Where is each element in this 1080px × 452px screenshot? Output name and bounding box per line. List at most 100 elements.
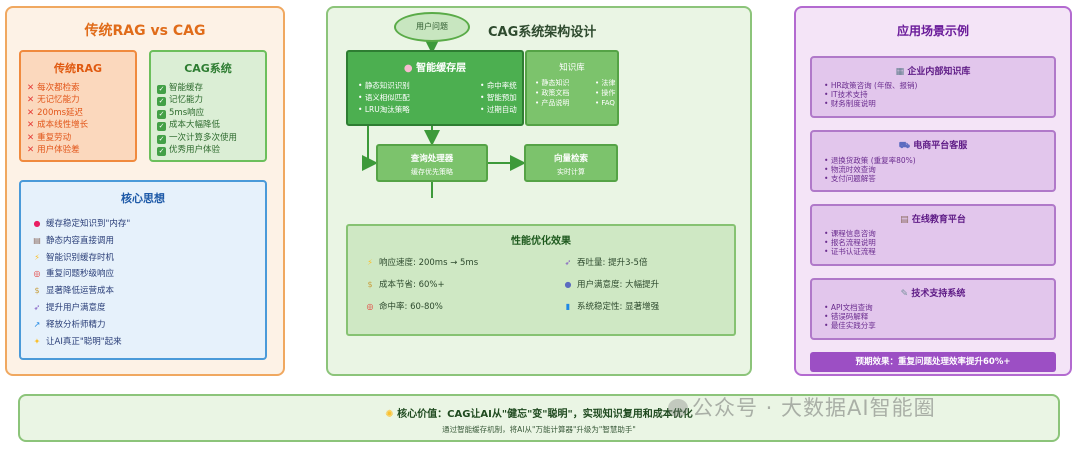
scenarios-panel: 应用场景示例 ▦ 企业内部知识库 • HR政策咨询 (年假、报销) • IT技术…	[794, 6, 1072, 376]
rag-item: ✕每次都检索	[27, 83, 80, 93]
cag-item: ✓智能缓存	[157, 83, 204, 94]
chart-icon: ↗	[33, 319, 41, 329]
smart-cache-item: • LRU淘汰策略	[358, 105, 410, 114]
performance-title: 性能优化效果	[511, 236, 571, 247]
books-icon: ▤	[900, 215, 912, 225]
knowledge-base-item: • 政策文档	[535, 89, 570, 97]
performance-item: ▮系统稳定性: 显著增强	[562, 300, 732, 312]
building-icon: ▦	[895, 67, 908, 77]
target-icon: ◎	[366, 302, 374, 311]
core-idea-list: ●缓存稳定知识到"内存" ▤静态内容直接调用 ⚡智能识别缓存时机 ◎重复问题秒级…	[21, 206, 265, 350]
cross-icon: ✕	[27, 132, 35, 143]
smart-cache-title: ● 智能缓存层	[403, 63, 467, 74]
core-idea-item: ▤静态内容直接调用	[31, 233, 265, 250]
rocket-icon: ➶	[33, 302, 41, 312]
vector-search-title: 向量检索	[553, 154, 588, 164]
rag-item: ✕无记忆能力	[27, 95, 80, 106]
check-icon: ✓	[157, 109, 166, 119]
check-icon: ✓	[157, 122, 166, 132]
comparison-panel: 传统RAG vs CAG 传统RAG ✕每次都检索 ✕无记忆能力 ✕200ms延…	[5, 6, 285, 376]
rag-item: ✕重复劳动	[27, 132, 72, 143]
knowledge-base-item: • 法律	[595, 79, 616, 87]
brain-icon: ●	[33, 219, 41, 228]
query-processor-node: 查询处理器 缓存优先策略	[376, 144, 488, 182]
performance-box: 性能优化效果 ⚡响应速度: 200ms → 5ms ➶吞吐量: 提升3-5倍 $…	[346, 224, 736, 336]
smart-cache-list: • 静态知识识别 • 语义相似匹配 • LRU淘汰策略	[358, 80, 480, 116]
cag-title: CAG系统	[184, 62, 232, 75]
scenario-item: • 错误码解释	[824, 312, 869, 321]
core-idea-item: ⚡智能识别缓存时机	[31, 250, 265, 267]
scenario-card-education: ▤ 在线教育平台 • 课程信息咨询 • 报名流程说明 • 证书认证流程	[810, 204, 1056, 266]
knowledge-base-item: • 产品说明	[535, 99, 570, 107]
lightning-icon: ⚡	[34, 252, 40, 262]
cag-item: ✓一次计算多次使用	[157, 132, 238, 144]
wechat-icon	[668, 399, 688, 417]
knowledge-base-list: • 法律 • 操作 • FAQ	[595, 78, 615, 108]
scenarios-title: 应用场景示例	[896, 24, 969, 38]
cag-item: ✓记忆能力	[157, 95, 204, 107]
rag-title: 传统RAG	[53, 62, 102, 75]
expected-effect-banner: 预期效果：重复问题处理效率提升60%+	[810, 352, 1056, 372]
core-idea-box: 核心思想 ●缓存稳定知识到"内存" ▤静态内容直接调用 ⚡智能识别缓存时机 ◎重…	[19, 180, 267, 360]
scenario-list: • 课程信息咨询 • 报名流程说明 • 证书认证流程	[812, 225, 1054, 256]
knowledge-base-item: • 静态知识	[535, 79, 570, 87]
scenario-card-enterprise: ▦ 企业内部知识库 • HR政策咨询 (年假、报销) • IT技术支持 • 财务…	[810, 56, 1056, 118]
bulb-icon: ✺	[385, 409, 398, 420]
rag-item: ✕用户体验差	[27, 145, 80, 156]
core-idea-item: ✦让AI真正"聪明"起来	[31, 334, 265, 351]
core-idea-item: ➶提升用户满意度	[31, 300, 265, 317]
query-processor-title: 查询处理器	[410, 154, 454, 164]
comparison-title: 传统RAG vs CAG	[84, 23, 206, 39]
cross-icon: ✕	[27, 145, 35, 156]
smart-cache-item: • 命中率统	[480, 81, 517, 90]
lightning-icon: ⚡	[367, 258, 373, 267]
user-question-node: 用户问题	[394, 12, 470, 42]
knowledge-base-item: • 操作	[595, 89, 616, 97]
vector-search-sub: 实时计算	[557, 168, 585, 176]
cross-icon: ✕	[27, 120, 35, 131]
core-value-text: ✺ 核心价值：CAG让AI从"健忘"变"聪明"，实现知识复用和成本优化	[385, 409, 693, 420]
cag-list: ✓智能缓存 ✓记忆能力 ✓5ms响应 ✓成本大幅降低 ✓一次计算多次使用 ✓优秀…	[151, 76, 265, 157]
scenario-list: • 退换货政策 (重复率80%) • 物流时效查询 • 支付问题解答	[812, 152, 1054, 183]
scenario-item: • 课程信息咨询	[824, 229, 876, 238]
traditional-rag-box: 传统RAG ✕每次都检索 ✕无记忆能力 ✕200ms延迟 ✕成本线性增长 ✕重复…	[19, 50, 137, 162]
smart-cache-item: • 过期自动	[480, 105, 517, 114]
scenario-item: • 财务制度说明	[824, 99, 876, 108]
brain-icon: ●	[403, 63, 417, 74]
scenario-list: • HR政策咨询 (年假、报销) • IT技术支持 • 财务制度说明	[812, 77, 1054, 108]
cag-item: ✓5ms响应	[157, 107, 205, 119]
scenario-title: ▦ 企业内部知识库	[895, 67, 971, 77]
check-icon: ✓	[157, 134, 166, 144]
users-icon: ●	[564, 280, 572, 289]
wrench-icon: ✎	[900, 289, 912, 299]
money-bag-icon: $	[34, 286, 40, 296]
core-value-banner: ✺ 核心价值：CAG让AI从"健忘"变"聪明"，实现知识复用和成本优化 通过智能…	[18, 394, 1060, 442]
smart-cache-layer: ● 智能缓存层 • 静态知识识别 • 语义相似匹配 • LRU淘汰策略 • 命中…	[346, 50, 524, 126]
scenario-item: • 报名流程说明	[824, 238, 876, 247]
performance-item: ●用户满意度: 大幅提升	[562, 278, 732, 290]
scenario-item: • IT技术支持	[824, 90, 868, 99]
smart-cache-list: • 命中率统 • 智能预加 • 过期自动	[480, 80, 517, 116]
core-idea-item: ◎重复问题秒级响应	[31, 266, 265, 283]
rag-list: ✕每次都检索 ✕无记忆能力 ✕200ms延迟 ✕成本线性增长 ✕重复劳动 ✕用户…	[21, 76, 135, 156]
smart-cache-item: • 语义相似匹配	[358, 93, 410, 102]
scenario-item: • 物流时效查询	[824, 165, 876, 174]
performance-item: $成本节省: 60%+	[364, 278, 562, 290]
core-idea-item: ↗释放分析师精力	[31, 317, 265, 334]
money-bag-icon: $	[367, 280, 373, 289]
vector-search-node: 向量检索 实时计算	[524, 144, 618, 182]
performance-item: ⚡响应速度: 200ms → 5ms	[364, 256, 562, 268]
knowledge-base-list: • 静态知识 • 政策文档 • 产品说明	[535, 78, 595, 108]
scenario-item: • API文档查询	[824, 303, 873, 312]
core-value-sub: 通过智能缓存机制，将AI从"万能计算器"升级为"智慧助手"	[442, 425, 636, 434]
knowledge-base-node: 知识库 • 静态知识 • 政策文档 • 产品说明 • 法律 • 操作 • FAQ	[525, 50, 619, 126]
check-icon: ✓	[157, 147, 166, 157]
architecture-panel: CAG系统架构设计 用户问题 ● 智能缓存层 • 静态知识识别 • 语义相似匹配…	[326, 6, 752, 376]
cag-item: ✓优秀用户体验	[157, 145, 221, 157]
smart-cache-item: • 智能预加	[480, 93, 517, 102]
cag-item: ✓成本大幅降低	[157, 120, 221, 132]
cross-icon: ✕	[27, 95, 35, 106]
scenario-title: ▤ 在线教育平台	[900, 215, 966, 225]
core-idea-title: 核心思想	[121, 192, 165, 205]
knowledge-base-item: • FAQ	[595, 99, 615, 107]
